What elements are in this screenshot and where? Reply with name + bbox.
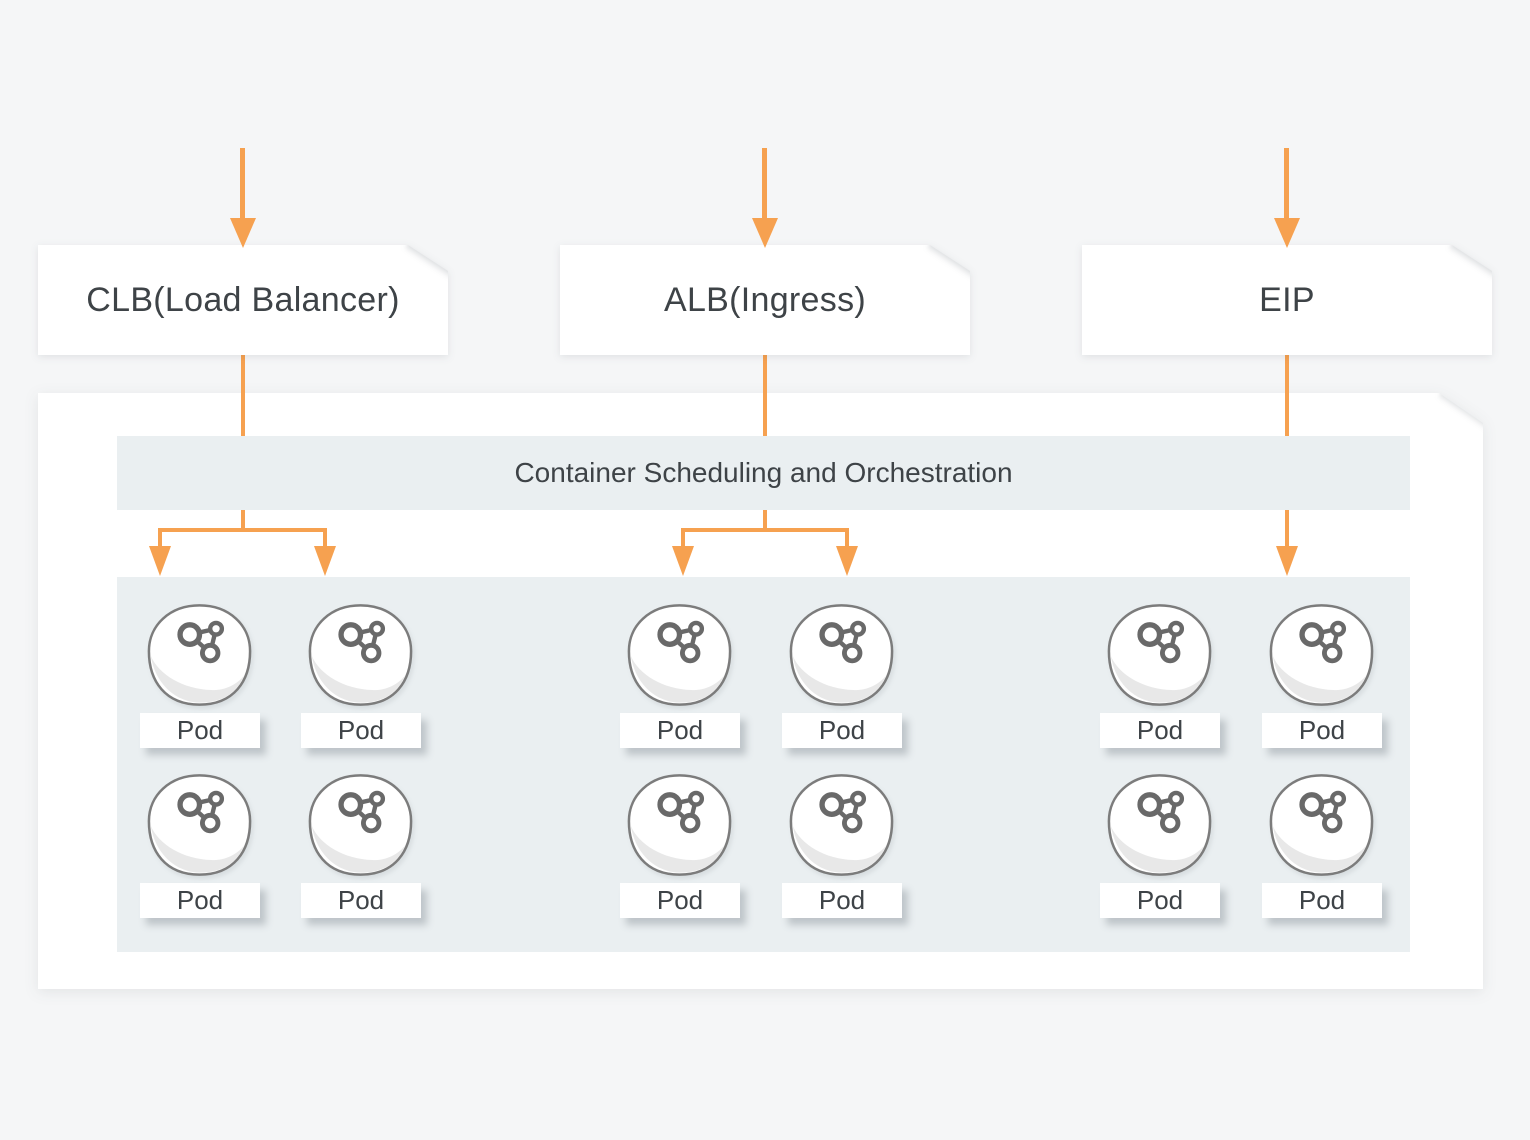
pod-tile: Pod: [1262, 773, 1382, 918]
pod-tile: Pod: [782, 773, 902, 918]
molecule-icon: [657, 790, 705, 834]
notch-fold: [1448, 241, 1501, 281]
pod-cylinder-icon: [308, 604, 413, 706]
pod-tile: Pod: [301, 603, 421, 748]
connector-alb-horizontal: [681, 528, 849, 532]
connector-clb-left-drop: [158, 528, 162, 548]
molecule-icon: [1299, 620, 1347, 664]
node-eip: EIP: [1082, 245, 1492, 355]
orchestration-header-bar: Container Scheduling and Orchestration: [117, 436, 1410, 510]
pod-tile: Pod: [1100, 773, 1220, 918]
connector-clb-horizontal: [158, 528, 326, 532]
connector-alb-left-drop: [681, 528, 685, 548]
connector-alb-right-drop: [845, 528, 849, 548]
pod-cylinder-icon: [1269, 774, 1374, 876]
node-alb-label: ALB(Ingress): [663, 280, 866, 319]
arrow-down-icon: [149, 546, 171, 576]
molecule-icon: [177, 790, 225, 834]
arrow-down-icon: [1276, 546, 1298, 576]
pod-cylinder-icon: [789, 604, 894, 706]
molecule-icon: [338, 790, 386, 834]
pod-label: Pod: [1100, 883, 1220, 918]
arrow-down-icon: [1274, 218, 1300, 248]
pod-tile: Pod: [1262, 603, 1382, 748]
arrow-down-icon: [314, 546, 336, 576]
connector-clb-right-drop: [323, 528, 327, 548]
pod-tile: Pod: [620, 603, 740, 748]
molecule-icon: [1137, 620, 1185, 664]
pod-label: Pod: [1262, 883, 1382, 918]
node-clb: CLB(Load Balancer): [38, 245, 448, 355]
pod-label: Pod: [301, 883, 421, 918]
pod-cylinder-icon: [789, 774, 894, 876]
pod-label: Pod: [620, 713, 740, 748]
molecule-icon: [819, 620, 867, 664]
pod-label: Pod: [620, 883, 740, 918]
molecule-icon: [1299, 790, 1347, 834]
molecule-icon: [657, 620, 705, 664]
pod-label: Pod: [140, 713, 260, 748]
incoming-arrow-alb: [762, 148, 767, 220]
molecule-icon: [1137, 790, 1185, 834]
pod-tile: Pod: [140, 773, 260, 918]
pods-area: Pod Pod Pod Pod Pod Pod Pod Pod: [117, 577, 1410, 952]
arrow-down-icon: [836, 546, 858, 576]
notch-fold: [1437, 389, 1493, 432]
molecule-icon: [819, 790, 867, 834]
node-clb-label: CLB(Load Balancer): [86, 280, 400, 319]
pod-label: Pod: [1100, 713, 1220, 748]
molecule-icon: [338, 620, 386, 664]
pod-cylinder-icon: [1269, 604, 1374, 706]
pod-label: Pod: [782, 713, 902, 748]
pod-label: Pod: [782, 883, 902, 918]
pod-label: Pod: [1262, 713, 1382, 748]
arrow-down-icon: [752, 218, 778, 248]
pod-cylinder-icon: [627, 604, 732, 706]
node-eip-label: EIP: [1259, 280, 1315, 319]
incoming-arrow-clb: [240, 148, 245, 220]
pod-tile: Pod: [140, 603, 260, 748]
arrow-down-icon: [672, 546, 694, 576]
notch-fold: [926, 241, 979, 281]
pod-tile: Pod: [782, 603, 902, 748]
node-alb: ALB(Ingress): [560, 245, 970, 355]
pod-cylinder-icon: [308, 774, 413, 876]
pod-cylinder-icon: [147, 774, 252, 876]
pod-cylinder-icon: [147, 604, 252, 706]
pod-cylinder-icon: [1107, 604, 1212, 706]
pod-tile: Pod: [1100, 603, 1220, 748]
pod-cylinder-icon: [1107, 774, 1212, 876]
pod-tile: Pod: [620, 773, 740, 918]
pod-tile: Pod: [301, 773, 421, 918]
orchestration-header-label: Container Scheduling and Orchestration: [514, 457, 1013, 488]
pod-label: Pod: [301, 713, 421, 748]
incoming-arrow-eip: [1284, 148, 1289, 220]
molecule-icon: [177, 620, 225, 664]
notch-fold: [404, 241, 457, 281]
pod-cylinder-icon: [627, 774, 732, 876]
arrow-down-icon: [230, 218, 256, 248]
pod-label: Pod: [140, 883, 260, 918]
